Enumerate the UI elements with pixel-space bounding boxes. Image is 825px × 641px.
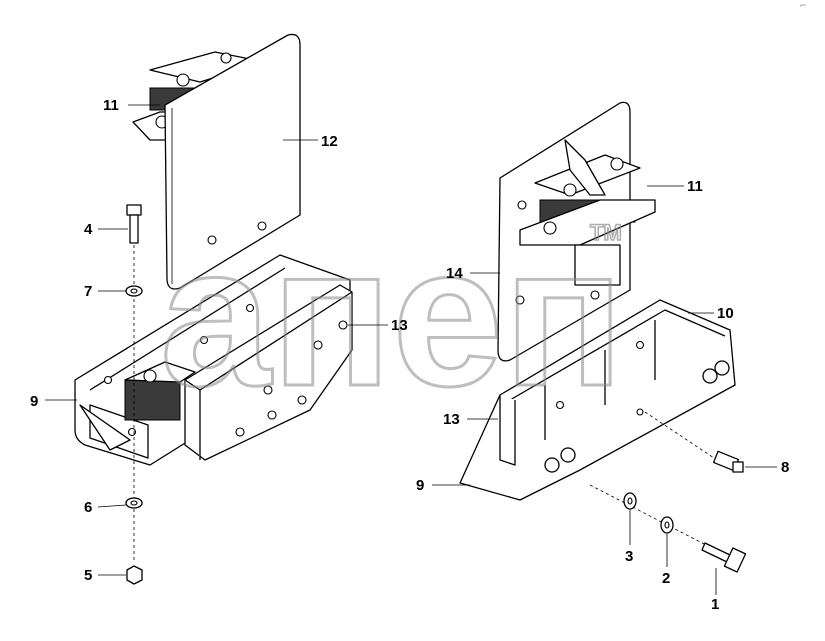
right-rubber-mount: [519, 139, 656, 286]
callout-7: 7: [84, 283, 92, 300]
left-spacer-block: [184, 284, 353, 461]
callout-9-right: 9: [416, 477, 424, 494]
callout-5: 5: [84, 567, 92, 584]
left-bolt: [126, 204, 142, 244]
callout-6: 6: [84, 499, 92, 516]
watermark-tm: TM: [590, 220, 622, 245]
callout-1: 1: [711, 596, 719, 613]
callout-14: 14: [446, 265, 463, 282]
callout-11-left: 11: [103, 97, 119, 114]
left-bracket: [74, 254, 351, 466]
left-nut: [126, 565, 143, 585]
callout-4: 4: [84, 221, 93, 238]
callout-12: 12: [321, 133, 338, 150]
right-bracket-hole: [636, 408, 644, 416]
callout-10: 10: [717, 305, 734, 322]
corner-code: ª°°: [800, 4, 806, 10]
callout-13-left: 13: [391, 317, 408, 334]
callout-9-left: 9: [30, 393, 38, 410]
callout-2: 2: [662, 570, 670, 587]
right-bracket: [459, 299, 736, 501]
callout-8: 8: [781, 459, 789, 476]
watermark-text: апеп: [160, 205, 624, 428]
callout-13-right: 13: [443, 411, 460, 428]
right-bolts-group: [544, 360, 730, 473]
callout-3: 3: [625, 548, 633, 565]
left-mounting-plate: [164, 33, 301, 290]
right-bolt-long: [701, 542, 747, 573]
callout-11-right: 11: [687, 178, 703, 195]
right-bolt-short: [712, 450, 744, 473]
